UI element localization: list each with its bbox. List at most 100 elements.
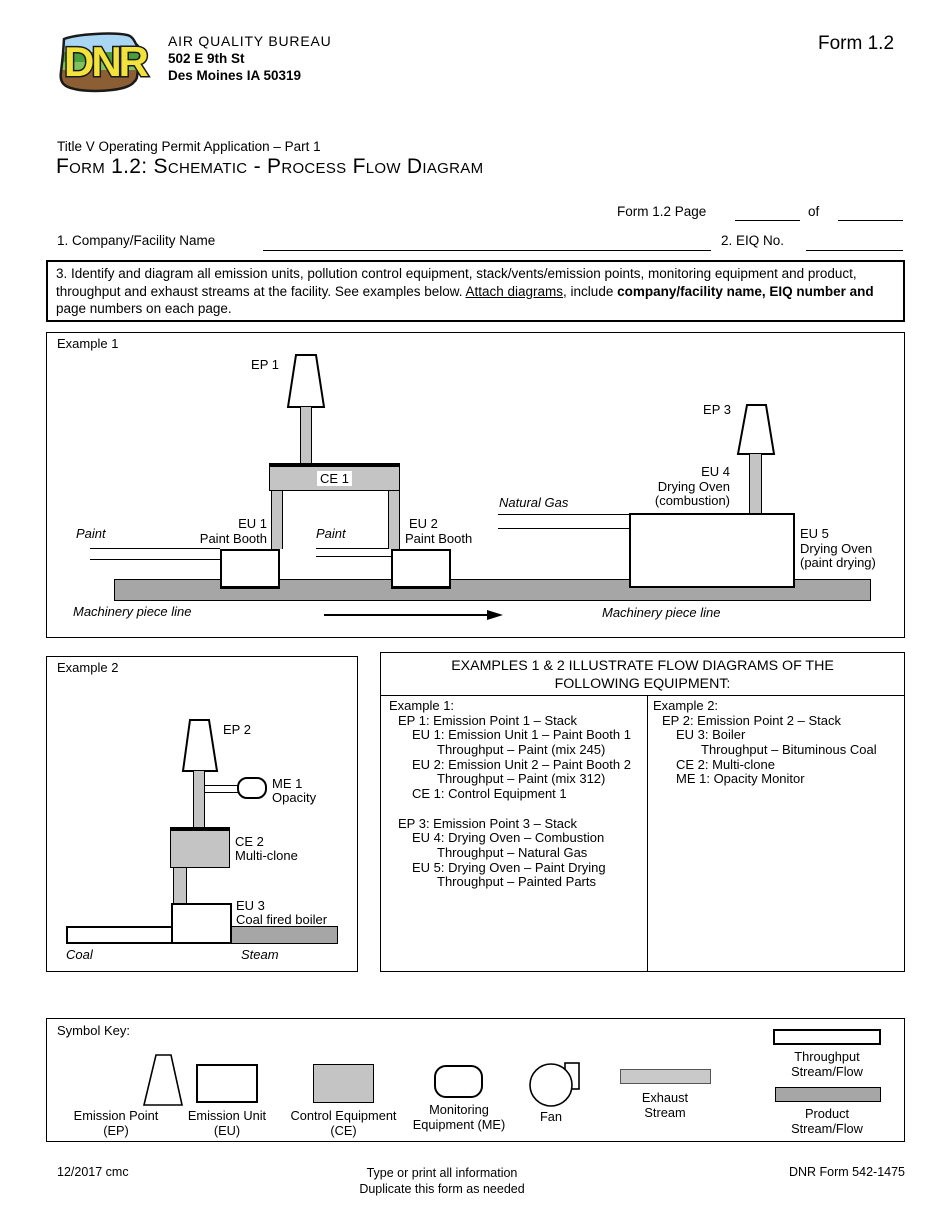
eu5-label: EU 5 Drying Oven (paint drying) [800, 526, 920, 571]
instruction-bold: company/facility name, EIQ number and [617, 283, 874, 299]
equipment-box-divider-h [381, 695, 904, 696]
company-name-label: 1. Company/Facility Name [57, 233, 216, 248]
instruction-attach-diagrams: Attach diagrams [465, 283, 564, 299]
paint-mid-line1 [316, 548, 391, 549]
equipment-list-line: Example 2: [653, 698, 719, 713]
key-exhaust-stream-icon [620, 1069, 711, 1084]
steam-product-bar [230, 926, 338, 944]
form-title-line2: Form 1.2: Schematic - Process Flow Diagr… [56, 155, 484, 178]
eu3-label: EU 3 [236, 898, 265, 913]
instruction-box: 3. Identify and diagram all emission uni… [46, 260, 905, 322]
paint-left-line2 [90, 559, 220, 560]
equipment-list-line: EP 2: Emission Point 2 – Stack [662, 712, 841, 728]
paint-left-label: Paint [76, 526, 106, 541]
key-control-equipment-abbr: (CE) [330, 1123, 357, 1138]
ce2-eu3-duct [173, 868, 187, 905]
bureau-address-line1: 502 E 9th St [168, 51, 245, 66]
ce1-label: CE 1 [317, 471, 352, 486]
eu4-detail: (combustion) [654, 493, 730, 508]
coal-label: Coal [66, 947, 93, 962]
paint-left-line1 [90, 548, 220, 549]
machinery-line-label-right: Machinery piece line [602, 605, 721, 620]
example1-label: Example 1 [57, 336, 119, 351]
equipment-list-line: ME 1: Opacity Monitor [676, 771, 805, 787]
equipment-list-line [389, 802, 641, 817]
form-title-line1: Title V Operating Permit Application – P… [57, 139, 321, 154]
equipment-description-box: EXAMPLES 1 & 2 ILLUSTRATE FLOW DIAGRAMS … [380, 652, 905, 972]
ep1-duct [300, 407, 312, 465]
key-emission-unit-label: Emission Unit [187, 1108, 267, 1123]
equipment-list-line: EU 5: Drying Oven – Paint Drying [412, 859, 606, 875]
bureau-address-line2: Des Moines IA 50319 [168, 68, 302, 83]
ep3-label: EP 3 [703, 402, 731, 417]
instruction-mid: , include [563, 283, 618, 299]
key-emission-unit-icon [196, 1064, 258, 1103]
page-of-label: Form 1.2 Page [617, 204, 707, 219]
of-label: of [808, 204, 820, 219]
key-monitoring-label2: Equipment (ME) [412, 1117, 506, 1132]
me1-monitor-symbol [237, 777, 267, 799]
key-product-label1: Product [804, 1106, 850, 1121]
equipment-list-line: EU 2: Emission Unit 2 – Paint Booth 2 [412, 756, 631, 772]
equipment-list-line: EP 1: Emission Point 1 – Stack [398, 712, 577, 728]
key-fan-label: Fan [539, 1109, 563, 1124]
equipment-list-line: CE 1: Control Equipment 1 [412, 786, 567, 802]
ep3-duct [749, 454, 762, 514]
page-total-field[interactable] [838, 206, 903, 221]
ce1-box: CE 1 [269, 463, 400, 491]
key-control-equipment-icon [313, 1064, 374, 1103]
example2-label: Example 2 [57, 660, 119, 675]
ce1-left-duct [271, 491, 283, 549]
example1-diagram: Example 1 EP 1 CE 1 EU 1 Paint Booth EU … [46, 332, 905, 638]
eiq-field[interactable] [806, 236, 903, 251]
ce2-label: CE 2 [235, 834, 264, 849]
equipment-box-divider-v [647, 695, 648, 971]
form-ref: Form 1.2 [818, 33, 895, 54]
ep2-duct [193, 771, 205, 829]
equipment-list-line: EU 3: Boiler [676, 727, 746, 743]
equipment-list-line: EU 1: Emission Unit 1 – Paint Booth 1 [412, 727, 631, 743]
equipment-list-line: Example 1: [389, 698, 455, 713]
instruction-text: 3. Identify and diagram all emission uni… [56, 266, 857, 299]
key-throughput-stream-icon [773, 1029, 881, 1045]
me1-connector-line1 [205, 785, 239, 786]
key-monitoring-label1: Monitoring [429, 1102, 489, 1117]
page-number-field[interactable] [735, 206, 800, 221]
me1-label: ME 1 [272, 776, 303, 791]
key-control-equipment-label: Control Equipment [290, 1108, 397, 1123]
coal-throughput-bar [66, 926, 173, 944]
key-emission-point-icon [142, 1053, 184, 1107]
equipment-list-line: CE 2: Multi-clone [676, 756, 775, 772]
key-emission-point-abbr: (EP) [103, 1123, 129, 1138]
dnr-logo: DNR [55, 26, 157, 102]
flow-direction-arrow [324, 609, 504, 621]
equipment-list-line: EU 4: Drying Oven – Combustion [412, 830, 605, 846]
eu3-sublabel: Coal fired boiler [236, 912, 328, 927]
key-throughput-label2: Stream/Flow [791, 1064, 863, 1079]
instruction-post: page numbers on each page. [56, 301, 232, 317]
equipment-list-example1: Example 1: EP 1: Emission Point 1 – Stac… [389, 698, 641, 890]
footer-form-number: DNR Form 542-1475 [788, 1165, 905, 1179]
ep2-stack-symbol [181, 718, 219, 773]
key-throughput-label1: Throughput [794, 1049, 860, 1064]
company-name-field[interactable] [263, 236, 711, 251]
equipment-list-line: Throughput – Paint (mix 245) [437, 742, 606, 758]
eu5-detail: (paint drying) [800, 555, 876, 570]
drying-oven-box [629, 513, 795, 588]
natural-gas-label: Natural Gas [499, 495, 569, 510]
footer-revision: 12/2017 cmc [57, 1165, 129, 1179]
machinery-line-label-left: Machinery piece line [73, 604, 192, 619]
eu1-label: EU 1 Paint Booth [147, 516, 267, 546]
key-product-stream-icon [775, 1087, 881, 1102]
example2-diagram: Example 2 EP 2 ME 1 Opacity CE 2 Multi-c… [46, 656, 358, 972]
eu3-box [171, 903, 232, 944]
eu2-id: EU 2 [409, 516, 438, 531]
equipment-list-line: EP 3: Emission Point 3 – Stack [398, 815, 577, 831]
eu2-name: Paint Booth [405, 531, 473, 546]
eiq-label: 2. EIQ No. [721, 233, 785, 248]
ce2-sublabel: Multi-clone [235, 848, 298, 863]
natural-gas-line1 [498, 514, 629, 515]
me1-connector-line2 [205, 792, 239, 793]
footer-instruction2: Duplicate this form as needed [359, 1182, 525, 1196]
